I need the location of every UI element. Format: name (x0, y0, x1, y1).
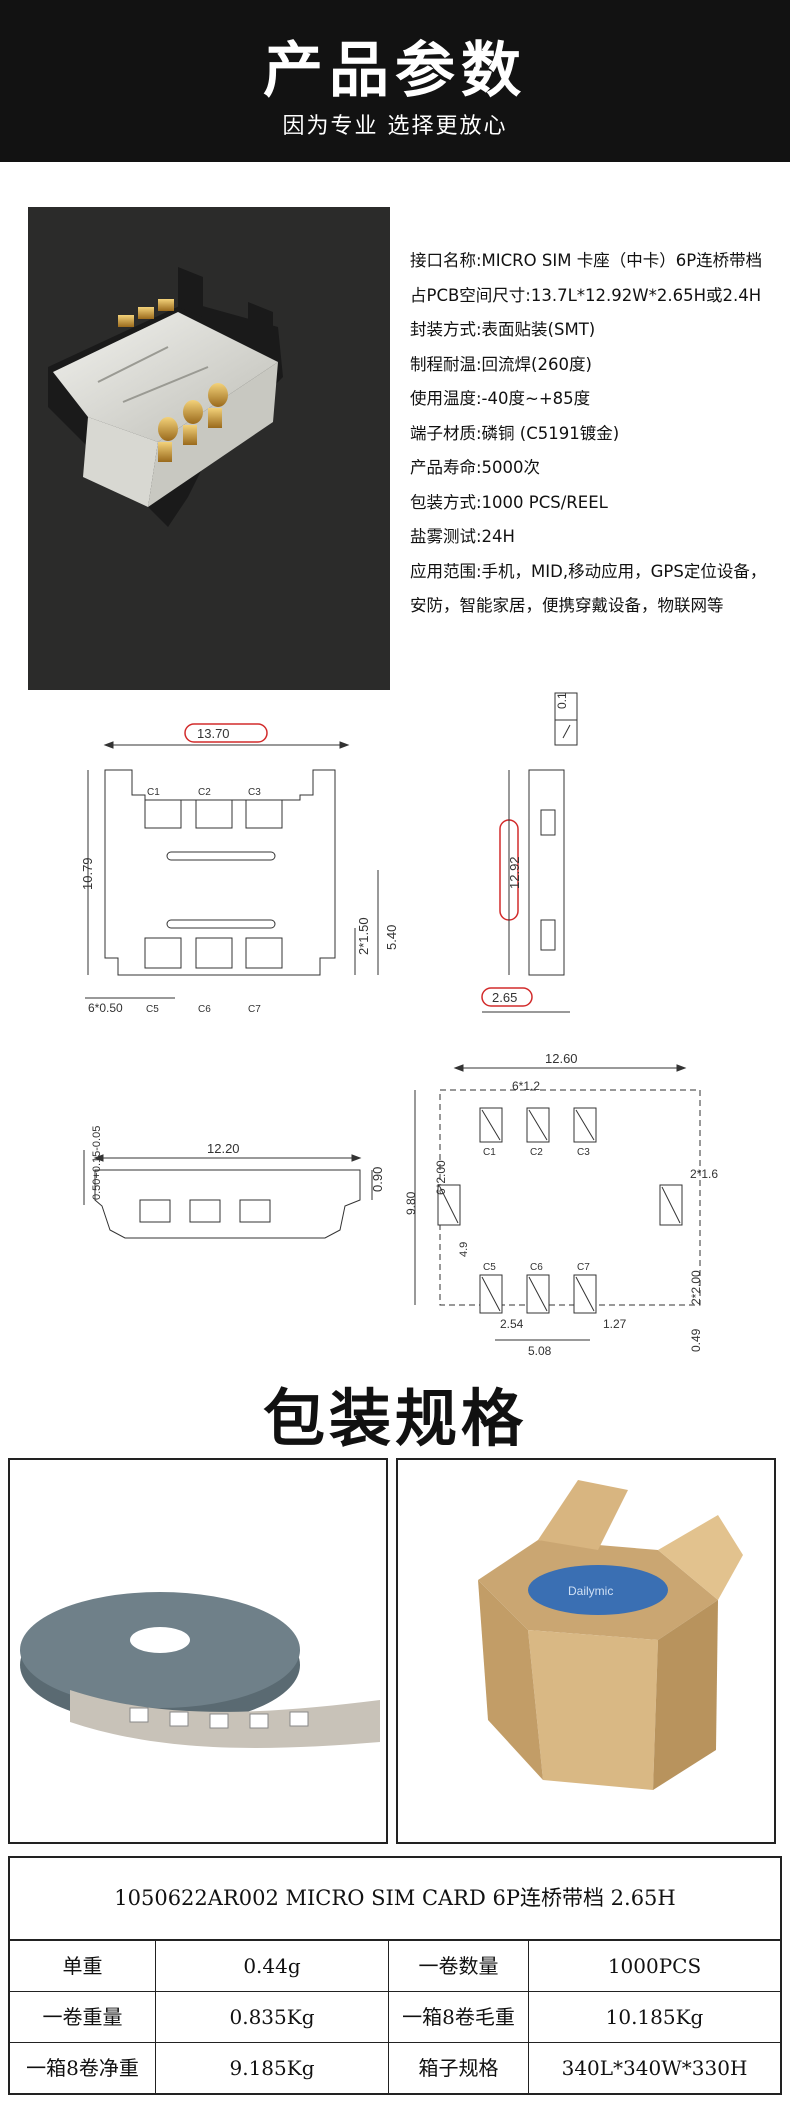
spec-packing: 包装方式:1000 PCS/REEL (410, 492, 608, 512)
dim-pitch: 2*1.50 (356, 917, 371, 955)
table-cell: 9.185Kg (156, 2043, 389, 2093)
fp-label-c3: C3 (577, 1147, 590, 1158)
spec-application: 应用范围:手机，MID,移动应用，GPS定位设备，安防，智能家居，便携穿戴设备，… (410, 561, 767, 616)
dim-fp-pitch: 2.54 (500, 1317, 524, 1331)
label-c5: C5 (146, 1004, 159, 1015)
fp-label-c5: C5 (483, 1262, 496, 1273)
table-row: 单重 0.44g 一卷数量 1000PCS (10, 1941, 780, 1992)
table-cell: 一箱8卷毛重 (389, 1992, 529, 2042)
fp-label-c2: C2 (530, 1147, 543, 1158)
front-view-drawing (83, 1150, 373, 1239)
dim-flatness: 0.1 (555, 692, 569, 709)
label-c1: C1 (147, 787, 160, 798)
table-row: 一箱8卷净重 9.185Kg 箱子规格 340L*340W*330H (10, 2043, 780, 2093)
spec-pcb-size: 占PCB空间尺寸:13.7L*12.92W*2.65H或2.4H (410, 285, 762, 305)
table-cell: 一箱8卷净重 (10, 2043, 156, 2093)
dim-inner-height: 5.40 (384, 925, 399, 950)
page-subtitle: 因为专业 选择更放心 (282, 114, 508, 139)
dim-fp-right-pad: 2*1.6 (690, 1167, 718, 1181)
packaging-table: 1050622AR002 MICRO SIM CARD 6P连桥带档 2.65H… (8, 1856, 782, 2095)
table-cell: 箱子规格 (389, 2043, 529, 2093)
table-row: 一卷重量 0.835Kg 一箱8卷毛重 10.185Kg (10, 1992, 780, 2043)
spec-operating-temp: 使用温度:-40度~+85度 (410, 389, 591, 408)
fp-label-c1: C1 (483, 1147, 496, 1158)
label-c3: C3 (248, 787, 261, 798)
dim-top-width: 13.70 (197, 726, 230, 741)
table-cell: 10.185Kg (605, 2005, 704, 2029)
table-cell: 1000PCS (607, 1954, 702, 1978)
spec-list: 接口名称:MICRO SIM 卡座（中卡）6P连桥带档 占PCB空间尺寸:13.… (410, 244, 780, 624)
fp-label-c7: C7 (577, 1262, 590, 1273)
spec-process-temp: 制程耐温:回流焊(260度) (410, 354, 592, 374)
packaging-title: 包装规格 (262, 1382, 527, 1455)
product-photo (28, 207, 390, 690)
dim-fp-side-pads: 6*2.00 (434, 1160, 448, 1195)
top-view-drawing (85, 723, 379, 999)
dim-fp-offset: 0.49 (689, 1328, 703, 1352)
spec-terminal-material: 端子材质:磷铜 (C5191镀金) (410, 423, 620, 443)
carton-watermark: Dailymic (568, 1584, 613, 1598)
dim-front-height: 0.90 (370, 1167, 385, 1192)
technical-drawings: 13.70 C1 C2 C3 10.79 2*1.50 5.40 6*0.50 … (0, 690, 790, 1370)
label-c6: C6 (198, 1004, 211, 1015)
dim-front-width: 12.20 (207, 1141, 240, 1156)
dim-thickness: 2.65 (492, 990, 517, 1005)
carton-photo: Dailymic (396, 1458, 776, 1844)
dim-pitch-bottom: 6*0.50 (88, 1001, 123, 1015)
dim-height-total: 10.79 (80, 857, 95, 890)
table-title: 1050622AR002 MICRO SIM CARD 6P连桥带档 2.65H (10, 1858, 780, 1941)
label-c2: C2 (198, 787, 211, 798)
table-cell: 单重 (10, 1941, 156, 1991)
fp-label-c6: C6 (530, 1262, 543, 1273)
footprint-drawing (414, 1064, 701, 1341)
spec-interface: 接口名称:MICRO SIM 卡座（中卡）6P连桥带档 (410, 251, 763, 270)
table-cell: 0.835Kg (156, 1992, 389, 2042)
label-c7: C7 (248, 1004, 261, 1015)
table-cell: 0.44g (156, 1941, 389, 1991)
dim-front-tol: 0.50+0.15-0.05 (91, 1126, 103, 1200)
dim-fp-bottom-w: 5.08 (528, 1344, 552, 1358)
spec-lifespan: 产品寿命:5000次 (410, 458, 541, 477)
dim-fp-bottom-pads: 2*2.00 (689, 1270, 703, 1305)
page-title: 产品参数 (263, 36, 527, 106)
dim-fp-pad-w: 6*1.2 (512, 1079, 540, 1093)
dim-fp-height: 9.80 (404, 1191, 418, 1215)
spec-salt-spray: 盐雾测试:24H (410, 527, 515, 546)
header-banner: 产品参数 因为专业 选择更放心 (0, 0, 790, 162)
side-view-drawing (481, 692, 578, 1013)
dim-fp-gap: 1.27 (603, 1317, 627, 1331)
spec-package: 封装方式:表面贴装(SMT) (410, 320, 596, 339)
table-cell: 340L*340W*330H (561, 2056, 748, 2080)
dim-fp-inner: 4.9 (458, 1242, 470, 1257)
table-cell: 一卷重量 (10, 1992, 156, 2042)
reel-photo (8, 1458, 388, 1844)
dim-side-height: 12.92 (507, 856, 522, 889)
dim-fp-width: 12.60 (545, 1051, 578, 1066)
table-cell: 一卷数量 (389, 1941, 529, 1991)
